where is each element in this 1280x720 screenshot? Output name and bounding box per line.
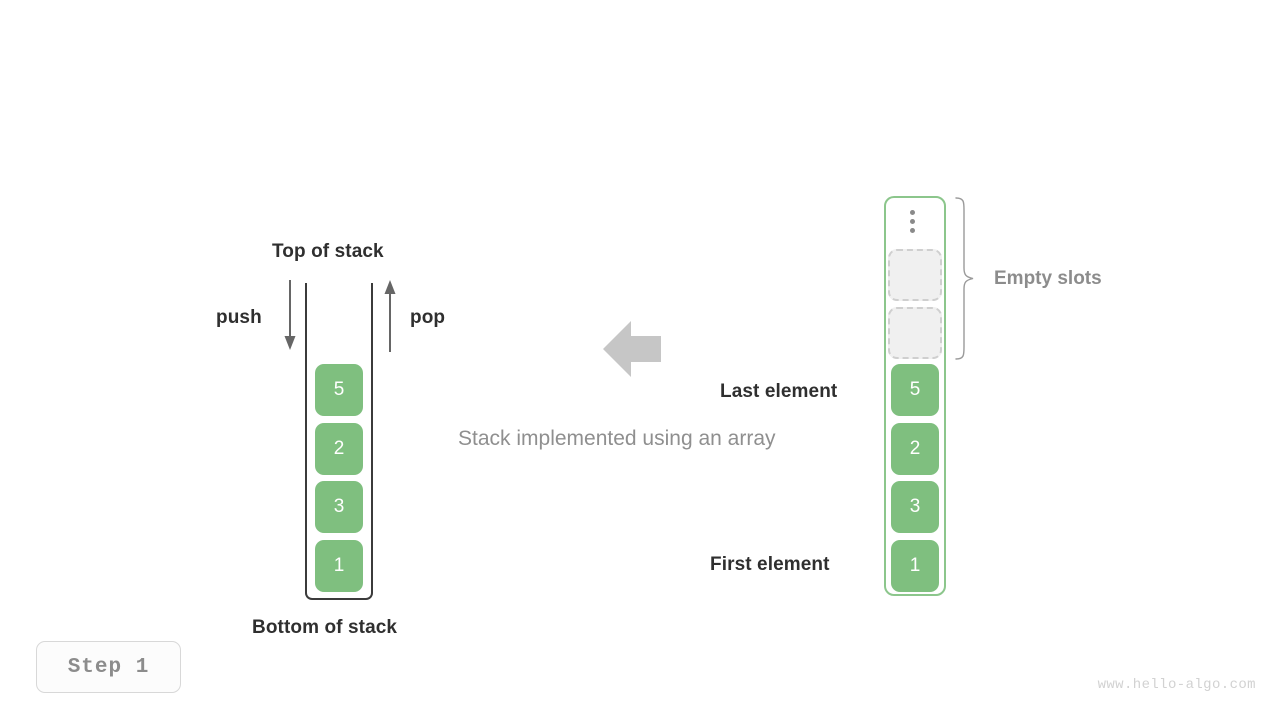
left-pointing-arrow-icon <box>603 321 661 377</box>
diagram-caption: Stack implemented using an array <box>458 427 776 450</box>
array-element: 2 <box>891 423 939 475</box>
pop-label: pop <box>410 307 446 328</box>
array-empty-slot <box>888 249 942 301</box>
array-element: 5 <box>891 364 939 416</box>
empty-slots-brace-icon <box>955 197 974 360</box>
empty-slots-label: Empty slots <box>994 268 1102 289</box>
vertical-ellipsis-icon <box>910 210 918 238</box>
array-element: 3 <box>891 481 939 533</box>
pop-arrow-icon <box>384 280 396 352</box>
top-of-stack-label: Top of stack <box>272 241 384 262</box>
stack-element: 3 <box>315 481 363 533</box>
push-label: push <box>216 307 262 328</box>
stack-element: 1 <box>315 540 363 592</box>
array-empty-slot <box>888 307 942 359</box>
stack-element: 2 <box>315 423 363 475</box>
push-arrow-icon <box>284 280 296 350</box>
last-element-label: Last element <box>720 381 838 402</box>
step-badge: Step 1 <box>36 641 181 693</box>
stack-element: 5 <box>315 364 363 416</box>
first-element-label: First element <box>710 554 830 575</box>
watermark: www.hello-algo.com <box>1097 677 1256 693</box>
bottom-of-stack-label: Bottom of stack <box>252 617 398 638</box>
array-element: 1 <box>891 540 939 592</box>
stack-container <box>305 283 373 600</box>
